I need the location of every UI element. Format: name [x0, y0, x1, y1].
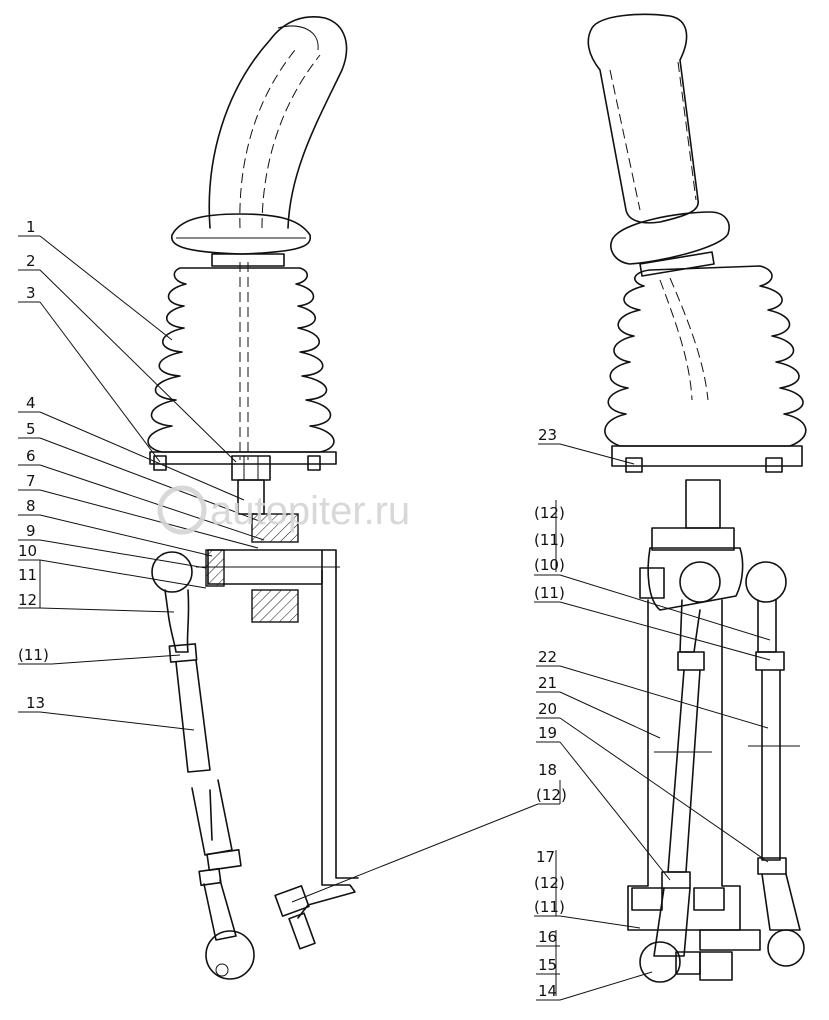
callout-2: 2 [26, 252, 36, 270]
callout-7: 7 [26, 472, 36, 490]
callout-23: 23 [538, 426, 557, 444]
callout-12-paren-left: (12) [536, 786, 567, 804]
right-collar [610, 211, 730, 277]
right-bellows-boot [604, 265, 807, 447]
callout-12: 12 [18, 591, 37, 609]
callout-11-paren-right-3: (11) [534, 898, 565, 916]
callout-5: 5 [26, 420, 36, 438]
left-boot-flange [149, 451, 337, 471]
callout-11: 11 [18, 566, 37, 584]
left-lever-handle [208, 16, 348, 229]
callout-4: 4 [26, 394, 36, 412]
right-support-plate [627, 599, 741, 931]
right-left-rod [639, 599, 712, 983]
callout-21: 21 [538, 674, 557, 692]
left-callouts: 1 2 3 4 5 6 7 8 9 [18, 218, 567, 903]
callout-1: 1 [26, 218, 36, 236]
callout-22: 22 [538, 648, 557, 666]
left-pivot-section [196, 513, 340, 623]
right-plate-bolts [631, 887, 761, 981]
callout-6: 6 [26, 447, 36, 465]
left-collar [170, 213, 312, 267]
right-knob [587, 13, 699, 224]
callout-19: 19 [538, 724, 557, 742]
callout-13: 13 [26, 694, 45, 712]
right-view: 23 (12) (11) (10) (11) 22 21 20 19 17 [534, 13, 807, 1001]
callout-3: 3 [26, 284, 36, 302]
callout-11-paren: (11) [18, 646, 49, 664]
callout-18: 18 [538, 761, 557, 779]
callout-10: 10 [18, 542, 37, 560]
callout-20: 20 [538, 700, 557, 718]
watermark: autopiter.ru [157, 485, 410, 535]
right-shift-shaft [639, 479, 787, 611]
callout-17: 17 [536, 848, 555, 866]
left-selector-rod [274, 569, 359, 950]
callout-11-paren-right-2: (11) [534, 584, 565, 602]
callout-16: 16 [538, 928, 557, 946]
callout-14: 14 [538, 982, 557, 1000]
watermark-text: autopiter.ru [210, 489, 410, 533]
left-bellows-boot [147, 262, 335, 460]
callout-11-paren-right: (11) [534, 531, 565, 549]
callout-9: 9 [26, 522, 36, 540]
callout-12-paren-right-2: (12) [534, 874, 565, 892]
right-right-rod [748, 599, 805, 967]
callout-10-paren: (10) [534, 556, 565, 574]
callout-12-paren-right: (12) [534, 504, 565, 522]
callout-8: 8 [26, 497, 36, 515]
left-linkage-rod [151, 551, 255, 980]
right-boot-flange [611, 445, 803, 473]
left-view: 1 2 3 4 5 6 7 8 9 [18, 16, 567, 980]
callout-15: 15 [538, 956, 557, 974]
right-callouts: 23 (12) (11) (10) (11) 22 21 20 19 17 [534, 426, 771, 1001]
